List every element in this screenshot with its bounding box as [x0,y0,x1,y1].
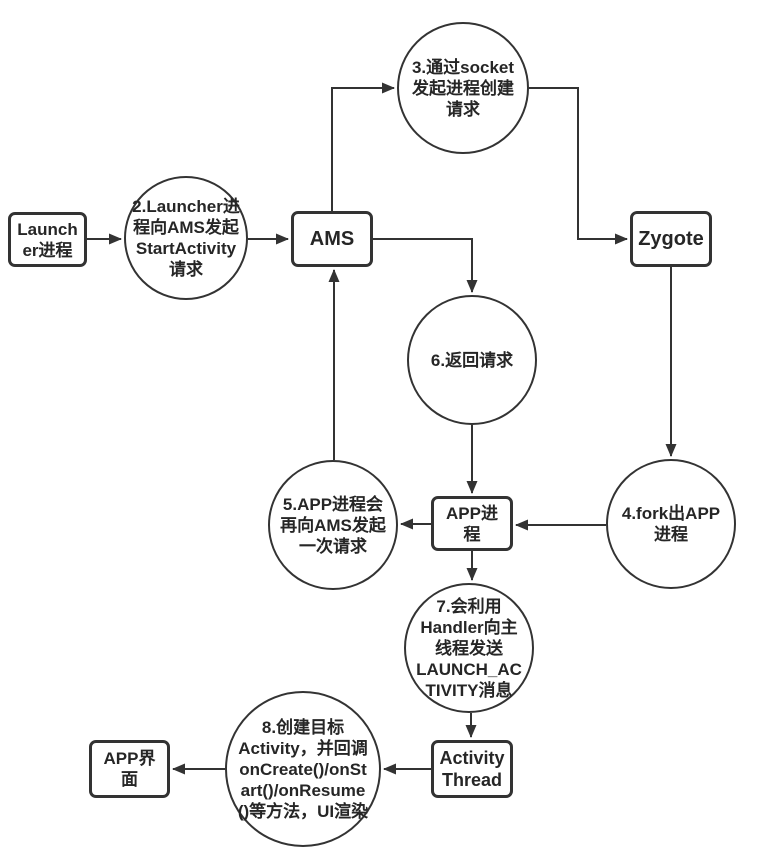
arrow-ams-to-step3 [331,82,395,211]
node-app-ui: APP界 面 [89,740,170,798]
node-step8-create-activity-callbacks: 8.创建目标 Activity，并回调 onCreate()/onSt art(… [225,691,381,847]
node-step5-app-request-ams: 5.APP进程会 再向AMS发起 一次请求 [268,460,398,590]
node-zygote: Zygote [630,211,712,267]
node-step2-launcher-startactivity: 2.Launcher进 程向AMS发起 StartActivity 请求 [124,176,248,300]
node-step3-socket-request: 3.通过socket 发起进程创建 请求 [397,22,529,154]
node-ams: AMS [291,211,373,267]
node-app-process: APP进 程 [431,496,513,551]
node-step7-handler-launch-activity: 7.会利用 Handler向主 线程发送 LAUNCH_AC TIVITY消息 [404,583,534,713]
node-launcher-process: Launch er进程 [8,212,87,267]
node-activity-thread: Activity Thread [431,740,513,798]
node-step4-fork-app: 4.fork出APP 进程 [606,459,736,589]
arrow-ams-to-step6 [373,238,478,293]
arrow-step3-to-zygote [529,87,628,245]
node-step6-return-request: 6.返回请求 [407,295,537,425]
